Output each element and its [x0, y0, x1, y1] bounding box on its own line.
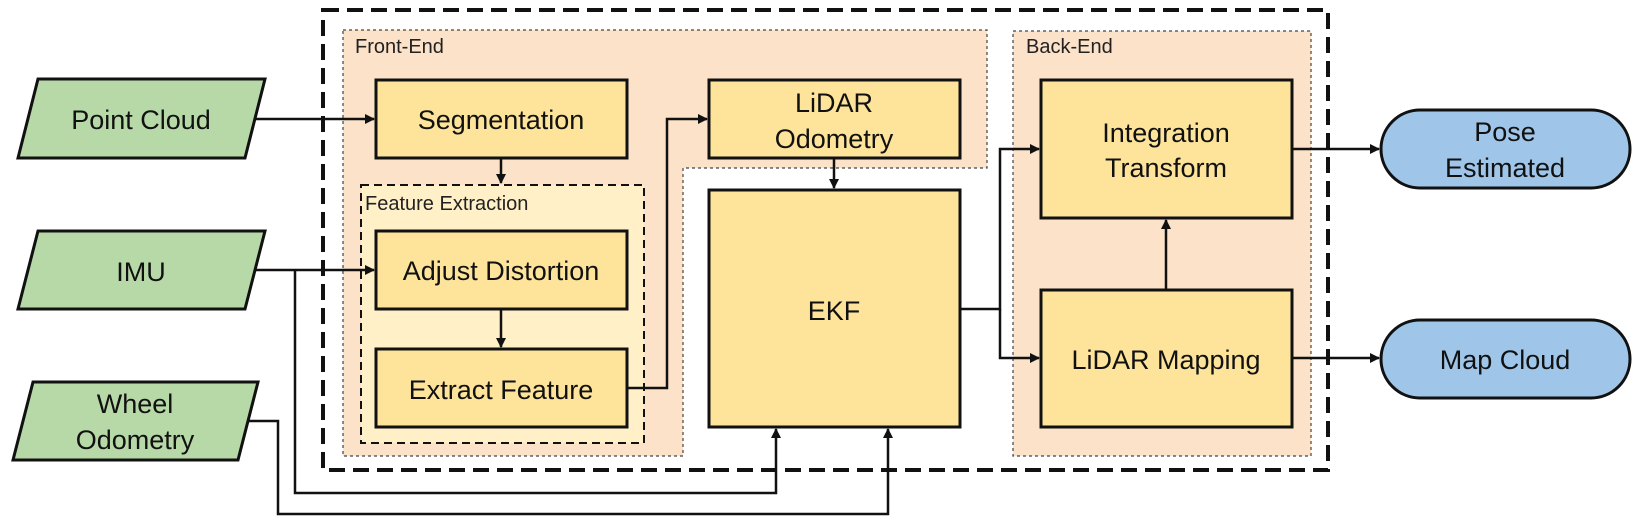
integration-transform-box: Integration Transform	[1039, 78, 1294, 220]
feature-extraction-label: Feature Extraction	[365, 193, 528, 215]
lidar-odometry-label-line2: Odometry	[775, 124, 894, 154]
front-end-label: Front-End	[355, 36, 444, 58]
imu-to-ekf-arrow	[293, 270, 781, 495]
integration-transform-label-line1: Integration	[1102, 118, 1230, 148]
point-cloud-input: Point Cloud	[16, 77, 267, 160]
imu-input: IMU	[16, 229, 267, 311]
wheel-odometry-input: Wheel Odometry	[11, 380, 260, 462]
segmentation-box: Segmentation	[374, 78, 629, 160]
pose-estimated-label-line1: Pose	[1474, 117, 1536, 147]
wheel-odometry-label-line1: Wheel	[97, 389, 174, 419]
system-boundary	[321, 8, 1330, 472]
lidar-odometry-label-line1: LiDAR	[795, 88, 873, 118]
lidar-mapping-label: LiDAR Mapping	[1071, 345, 1260, 375]
wheel-odometry-to-ekf-arrow	[248, 419, 893, 516]
map-cloud-output: Map Cloud	[1379, 318, 1632, 400]
back-end-label: Back-End	[1026, 36, 1113, 58]
ekf-label: EKF	[808, 296, 861, 326]
lidar-mapping-box: LiDAR Mapping	[1039, 288, 1294, 429]
map-cloud-label: Map Cloud	[1440, 345, 1571, 375]
extract-feature-label: Extract Feature	[409, 375, 594, 405]
wheel-odometry-label-line2: Odometry	[76, 425, 195, 455]
ekf-to-integration-transform-arrow	[960, 144, 1040, 311]
adjust-distortion-box: Adjust Distortion	[374, 229, 629, 311]
ekf-to-lidar-mapping-arrow	[998, 309, 1040, 363]
point-cloud-label: Point Cloud	[71, 105, 211, 135]
adjust-distortion-label: Adjust Distortion	[403, 256, 600, 286]
ekf-box: EKF	[707, 188, 962, 429]
pose-estimated-label-line2: Estimated	[1445, 153, 1565, 183]
segmentation-label: Segmentation	[418, 105, 585, 135]
pose-estimated-output: Pose Estimated	[1379, 108, 1632, 190]
extract-feature-to-lidar-odometry-arrow	[627, 114, 708, 390]
lidar-odometry-box: LiDAR Odometry	[707, 78, 962, 160]
imu-label: IMU	[116, 257, 166, 287]
integration-transform-label-line2: Transform	[1105, 153, 1227, 183]
extract-feature-box: Extract Feature	[374, 347, 629, 429]
